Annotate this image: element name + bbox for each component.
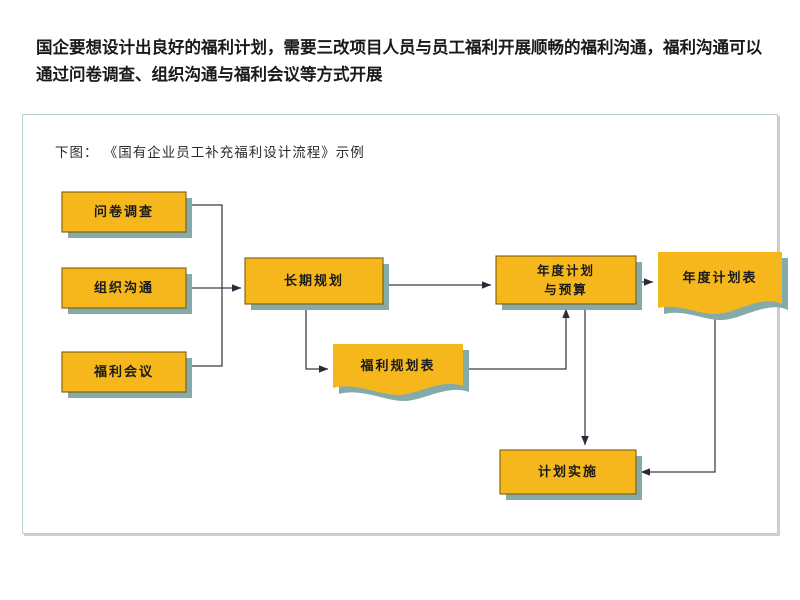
node-shapes bbox=[61, 191, 782, 495]
slide-headline: 国企要想设计出良好的福利计划，需要三改项目人员与员工福利开展顺畅的福利沟通，福利… bbox=[36, 38, 762, 84]
node-long-plan[interactable] bbox=[244, 257, 384, 305]
edge-annualsheet-to-implement bbox=[640, 318, 716, 476]
edge-welfaremtg-to-longplan bbox=[186, 291, 223, 367]
edge-longplan-to-welfaresheet bbox=[305, 304, 329, 373]
node-org-comm[interactable] bbox=[61, 267, 187, 309]
diagram-caption: 下图： 《国有企业员工补充福利设计流程》示例 bbox=[55, 145, 365, 161]
edge-welfaresheet-to-annualplan bbox=[463, 308, 570, 370]
diagram-frame bbox=[22, 114, 778, 534]
node-implement[interactable] bbox=[499, 449, 637, 495]
node-annual-sheet[interactable] bbox=[658, 252, 782, 314]
connectors bbox=[186, 204, 716, 476]
node-annual-plan[interactable] bbox=[495, 255, 637, 305]
node-survey[interactable] bbox=[61, 191, 187, 233]
edge-survey-to-longplan bbox=[186, 204, 223, 291]
node-welfare-mtg[interactable] bbox=[61, 351, 187, 393]
node-welfare-sheet[interactable] bbox=[333, 344, 463, 395]
